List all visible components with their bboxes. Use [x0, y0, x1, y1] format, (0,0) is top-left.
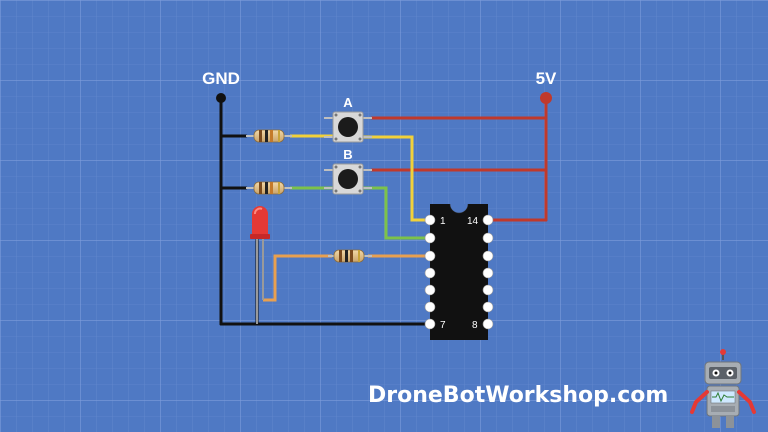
vcc-label: 5V: [536, 69, 557, 88]
resistor-b: [246, 181, 292, 195]
push-button-b: [324, 163, 372, 195]
vcc-terminal: [540, 92, 552, 104]
power-wires: [370, 96, 548, 222]
gnd-terminal: [216, 93, 226, 103]
resistor-led: [328, 249, 372, 263]
resistor-a: [246, 129, 292, 143]
ic-pin-14-label: 14: [467, 216, 479, 227]
push-button-a: [324, 111, 372, 143]
ic-chip: [424, 203, 494, 340]
button-b-label: B: [343, 147, 352, 162]
wire-led: [263, 254, 332, 302]
ground-wires: [219, 96, 430, 326]
ic-pins-left: [424, 214, 436, 330]
robot-mascot-icon: [690, 349, 756, 428]
gnd-label: GND: [202, 69, 240, 88]
ic-pin-7-label: 7: [440, 320, 446, 331]
ic-pin-8-label: 8: [472, 320, 478, 331]
button-a-label: A: [343, 95, 353, 110]
ic-pins-right: [482, 214, 494, 330]
ic-pin-1-label: 1: [440, 216, 446, 227]
led-red: [250, 206, 270, 324]
website-text: DroneBotWorkshop.com: [368, 383, 668, 408]
